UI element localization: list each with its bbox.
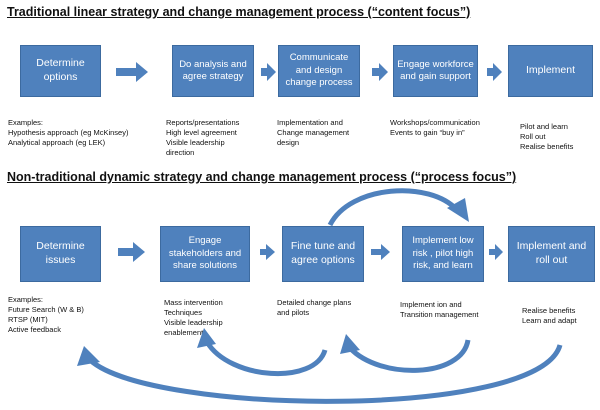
top-step-5-note: Pilot and learn <box>520 122 568 131</box>
bottom-step-3-notes: Detailed change plans and pilots <box>277 298 351 318</box>
top-step-5-label: Implement <box>525 64 576 77</box>
top-arrow-3-4 <box>372 63 388 81</box>
bottom-step-5-note: Learn and adapt <box>522 316 577 326</box>
bottom-step-5-box: Implement and roll out <box>508 226 595 282</box>
curved-arrow-back-1-head <box>197 328 216 348</box>
bottom-arrow-4-5 <box>489 244 503 260</box>
top-step-1-note: Hypothesis approach (eg McKinsey) <box>8 128 129 138</box>
top-step-2-box: Do analysis and agree strategy <box>172 45 254 97</box>
curved-arrow-forward <box>327 188 459 227</box>
top-step-4-label: Engage workforce and gain support <box>397 58 474 82</box>
bottom-step-4-label: Implement low risk , pilot high risk, an… <box>412 235 474 272</box>
top-step-5-note: Realise benefits <box>520 142 574 152</box>
top-step-2-label: Do analysis and agree strategy <box>179 58 247 82</box>
top-step-5-note: Roll out <box>520 132 546 142</box>
top-arrow-1-2 <box>116 62 148 82</box>
top-step-4-note: Workshops/communication <box>390 118 480 127</box>
bottom-step-2-note: enablement <box>164 328 204 338</box>
top-step-2-note: Reports/presentations <box>166 118 240 127</box>
bottom-step-4-box: Implement low risk , pilot high risk, an… <box>402 226 484 282</box>
top-step-2-note: direction <box>166 148 195 158</box>
top-step-1-note: Examples: <box>8 118 44 127</box>
bottom-step-1-note: Active feedback <box>8 325 61 335</box>
bottom-step-2-note: Visible leadership <box>164 318 223 328</box>
bottom-step-1-note: Examples: <box>8 295 44 304</box>
top-step-3-label: Communicate and design change process <box>285 52 353 89</box>
top-step-4-notes: Workshops/communication Events to gain “… <box>390 118 480 138</box>
bottom-arrow-2-3 <box>260 244 275 260</box>
bottom-step-5-label: Implement and roll out <box>516 240 587 266</box>
bottom-step-1-note: Future Search (W & B) <box>8 305 84 315</box>
bottom-arrow-1-2 <box>118 242 145 262</box>
top-step-4-box: Engage workforce and gain support <box>393 45 478 97</box>
top-step-5-box: Implement <box>508 45 593 97</box>
bottom-step-4-note: Implement ion and <box>400 300 462 309</box>
bottom-step-3-note: Detailed change plans <box>277 298 352 307</box>
bottom-step-4-notes: Implement ion and Transition management <box>400 300 479 320</box>
bottom-step-2-note: Mass intervention <box>164 298 223 307</box>
top-step-1-notes: Examples: Hypothesis approach (eg McKins… <box>8 118 128 148</box>
bottom-arrow-3-4 <box>371 244 390 260</box>
top-step-3-notes: Implementation and Change management des… <box>277 118 349 148</box>
bottom-step-3-box: Fine tune and agree options <box>282 226 364 282</box>
bottom-step-5-note: Realise benefits <box>522 306 576 315</box>
bottom-step-4-note: Transition management <box>400 310 479 320</box>
top-step-3-note: Implementation and <box>277 118 343 127</box>
curved-arrow-back-2 <box>348 339 471 373</box>
top-step-1-label: Determine options <box>36 57 85 83</box>
curved-arrow-back-large <box>88 344 563 404</box>
curved-arrow-forward-head <box>447 198 469 222</box>
top-step-3-note: design <box>277 138 300 148</box>
top-step-2-note: High level agreement <box>166 128 237 138</box>
bottom-step-5-notes: Realise benefits Learn and adapt <box>522 306 577 326</box>
bottom-step-3-note: and pilots <box>277 308 310 318</box>
top-step-3-box: Communicate and design change process <box>278 45 360 97</box>
bottom-step-1-label: Determine issues <box>36 240 85 266</box>
bottom-step-1-note: RTSP (MIT) <box>8 315 48 325</box>
top-step-1-box: Determine options <box>20 45 101 97</box>
top-step-1-note: Analytical approach (eg LEK) <box>8 138 106 148</box>
curved-arrow-back-large-head <box>77 346 100 366</box>
curved-arrow-back-2-head <box>340 334 360 354</box>
top-step-2-notes: Reports/presentations High level agreeme… <box>166 118 239 159</box>
bottom-step-3-label: Fine tune and agree options <box>290 240 356 266</box>
top-step-5-notes: Pilot and learn Roll out Realise benefit… <box>520 122 573 152</box>
bottom-step-1-notes: Examples: Future Search (W & B) RTSP (MI… <box>8 295 84 336</box>
bottom-step-2-label: Engage stakeholders and share solutions <box>168 235 242 272</box>
top-arrow-2-3 <box>261 63 276 81</box>
bottom-step-1-box: Determine issues <box>20 226 101 282</box>
top-section-title: Traditional linear strategy and change m… <box>7 5 471 19</box>
top-arrow-4-5 <box>487 63 502 81</box>
bottom-step-2-box: Engage stakeholders and share solutions <box>160 226 250 282</box>
top-step-4-note: Events to gain “buy in” <box>390 128 465 138</box>
bottom-section-title: Non-traditional dynamic strategy and cha… <box>7 170 517 184</box>
bottom-step-2-note: Techniques <box>164 308 202 318</box>
top-step-2-note: Visible leadership <box>166 138 225 148</box>
bottom-step-2-notes: Mass intervention Techniques Visible lea… <box>164 298 223 339</box>
top-step-3-note: Change management <box>277 128 350 138</box>
curved-arrow-back-1 <box>204 340 328 377</box>
